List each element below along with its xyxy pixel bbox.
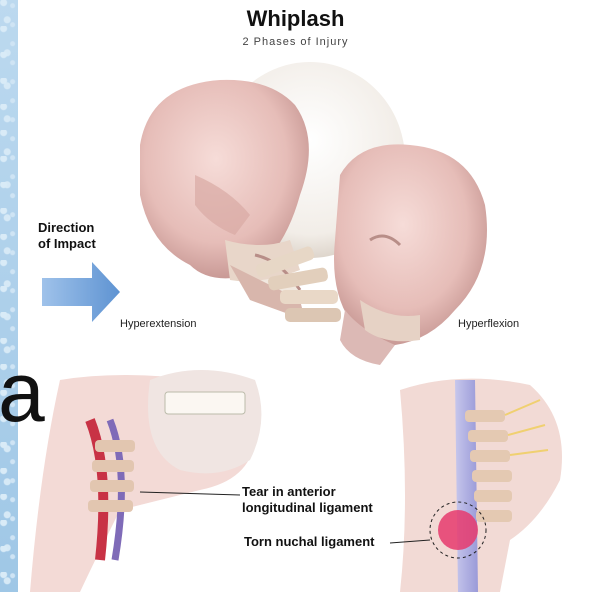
hyperflexion-skull (334, 144, 487, 365)
hyperextension-label: Hyperextension (120, 318, 196, 330)
ligament-callout-line1: Tear in anterior (242, 484, 373, 500)
ligament-callout-line2: longitudinal ligament (242, 500, 373, 516)
impact-label-line2: of Impact (38, 236, 96, 252)
impact-label: Direction of Impact (38, 220, 96, 252)
impact-label-line1: Direction (38, 220, 96, 236)
neck-detail-right (400, 379, 562, 592)
hyperflexion-label: Hyperflexion (458, 318, 519, 330)
neck-detail-left (30, 370, 261, 592)
ligament-tear-marker (438, 510, 478, 550)
impact-arrow (42, 262, 120, 322)
nuchal-callout: Torn nuchal ligament (244, 534, 375, 550)
ligament-callout: Tear in anterior longitudinal ligament (242, 484, 373, 516)
